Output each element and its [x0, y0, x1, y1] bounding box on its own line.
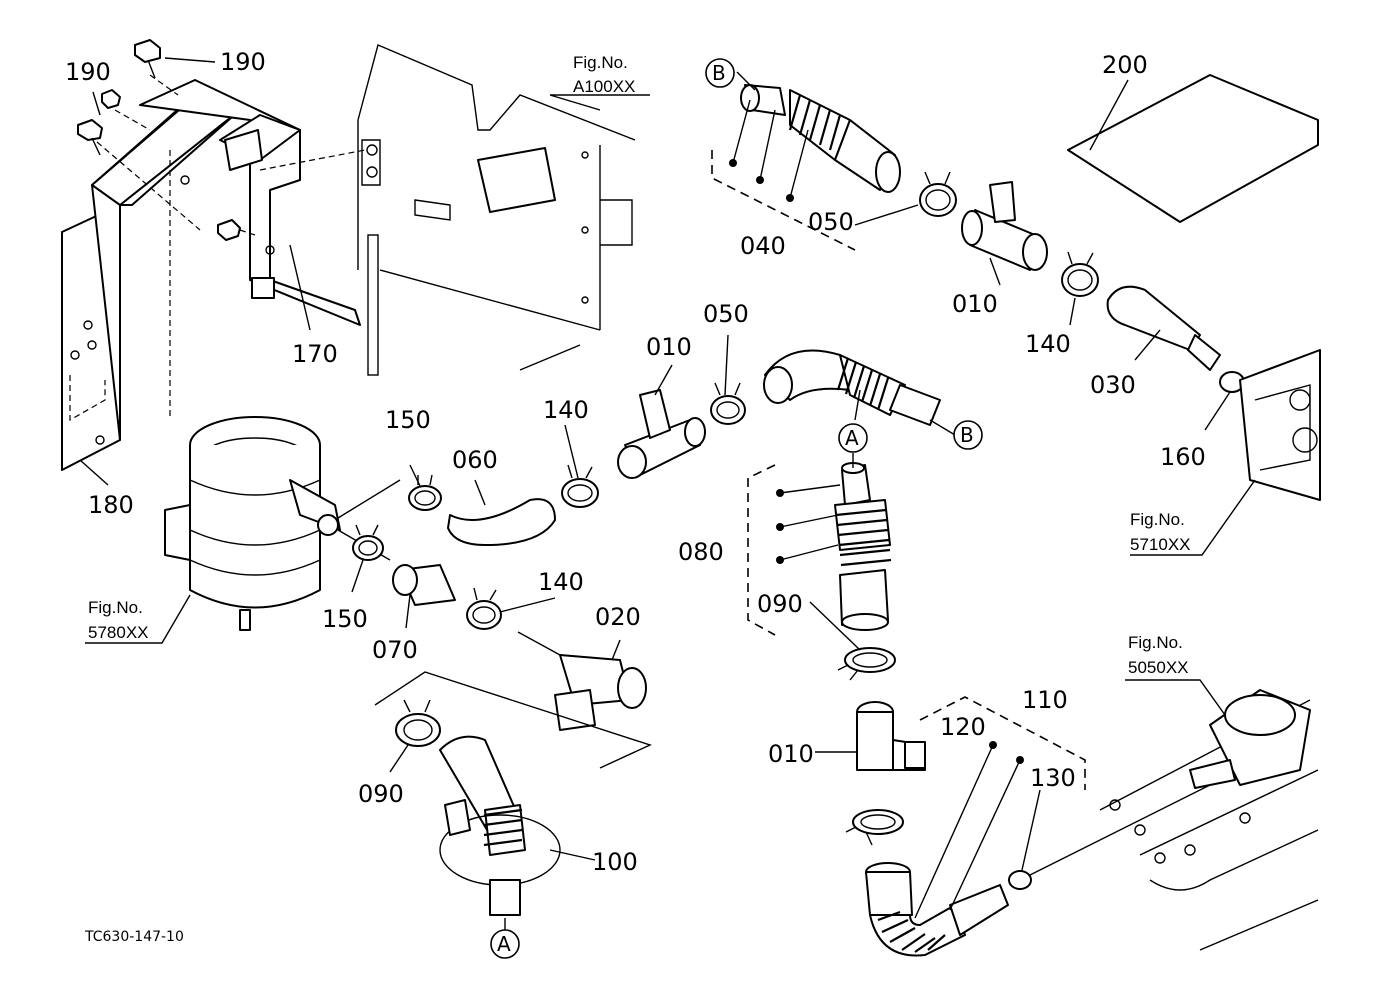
connector-010-b: [961, 181, 1048, 271]
fig-5710xx-line2: 5710XX: [1130, 535, 1191, 554]
clamp-140-b: [1061, 251, 1099, 297]
panel-a100xx: [357, 44, 636, 376]
connector-ref-a-top: A: [838, 423, 868, 453]
label-170: 170: [292, 340, 338, 368]
clamp-050-a: [710, 382, 746, 425]
bracket-180: [61, 89, 241, 471]
label-010-lower: 010: [768, 740, 814, 768]
bolt-190: [77, 39, 241, 241]
fig-5780xx-line2: 5780XX: [88, 623, 149, 642]
clamp-050-b: [919, 171, 957, 217]
connector-ref-b-top: B: [705, 58, 735, 88]
svg-text:A: A: [497, 932, 511, 956]
label-100: 100: [592, 848, 638, 876]
svg-text:B: B: [960, 423, 974, 447]
hose-070: [392, 564, 456, 606]
label-190-left: 190: [65, 58, 111, 86]
sheet-200: [1067, 74, 1319, 223]
fig-5780xx-line1: Fig.No.: [88, 598, 143, 617]
label-050-mid: 050: [703, 300, 749, 328]
clamp-090-b: [845, 809, 904, 846]
elbow-hose-to-b: [763, 349, 941, 426]
fig-5710xx-line1: Fig.No.: [1130, 510, 1185, 529]
hose-110: [865, 862, 1009, 957]
filter-housing-5780xx: [164, 416, 341, 631]
label-010-top: 010: [952, 290, 998, 318]
label-150-lower: 150: [322, 605, 368, 633]
svg-text:B: B: [712, 61, 726, 85]
hose-060: [447, 498, 556, 546]
connector-ref-b-right: B: [953, 420, 983, 450]
label-180: 180: [88, 491, 134, 519]
label-160: 160: [1160, 443, 1206, 471]
bracket-170: [139, 79, 361, 420]
group-bracket-110: [919, 696, 1086, 790]
label-150-upper: 150: [385, 406, 431, 434]
connector-010-c: [856, 701, 926, 771]
label-110: 110: [1022, 686, 1068, 714]
label-080: 080: [678, 538, 724, 566]
hose-080: [834, 462, 892, 631]
label-010-mid: 010: [646, 333, 692, 361]
label-030: 030: [1090, 371, 1136, 399]
sensor-020: [554, 654, 647, 731]
label-050-top: 050: [808, 208, 854, 236]
label-020: 020: [595, 603, 641, 631]
fig-5050xx-line2: 5050XX: [1128, 658, 1189, 677]
clamp-090-c: [395, 699, 441, 747]
clamp-140-c: [466, 587, 502, 630]
group-bracket-080: [747, 464, 776, 636]
label-190-right: 190: [220, 48, 266, 76]
svg-text:A: A: [845, 426, 859, 450]
label-140-top: 140: [1025, 330, 1071, 358]
label-040: 040: [740, 232, 786, 260]
fig-a100xx-line2: A100XX: [573, 77, 635, 96]
drawing-code: TC630-147-10: [84, 929, 184, 945]
label-090-left: 090: [358, 780, 404, 808]
clamp-090-a: [837, 647, 896, 681]
fig-5050xx-line1: Fig.No.: [1128, 633, 1183, 652]
label-090-right: 090: [757, 590, 803, 618]
engine-5710xx: [1239, 349, 1321, 501]
label-070: 070: [372, 636, 418, 664]
clamp-140-a: [561, 464, 599, 508]
bracket-100: [439, 735, 561, 916]
cylinder-head-5050xx: [1099, 689, 1319, 951]
label-140-lower: 140: [538, 568, 584, 596]
hose-040: [740, 84, 901, 193]
connector-010-a: [617, 389, 706, 479]
fig-a100xx-line1: Fig.No.: [573, 53, 628, 72]
clamp-150-upper: [408, 474, 442, 511]
label-060: 060: [452, 446, 498, 474]
label-130: 130: [1030, 764, 1076, 792]
hose-030: [1106, 285, 1221, 371]
clamp-150-lower: [352, 524, 384, 561]
connector-ref-a-bottom: A: [490, 929, 520, 959]
label-120: 120: [940, 713, 986, 741]
label-140-mid: 140: [543, 396, 589, 424]
label-200: 200: [1102, 51, 1148, 79]
